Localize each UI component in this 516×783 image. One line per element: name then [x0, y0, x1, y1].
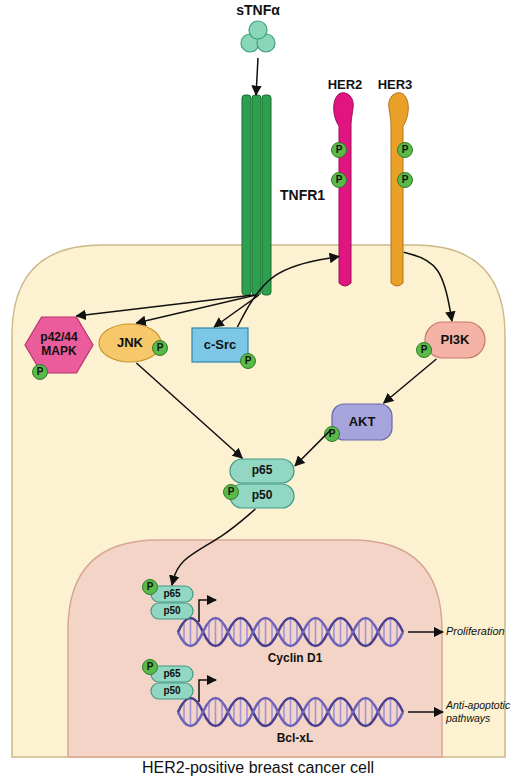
- pill-outline: [230, 459, 294, 483]
- figure-caption: HER2-positive breast cancer cell: [0, 759, 516, 777]
- signal-arrow: [256, 58, 258, 95]
- node-label: p42/44 MAPK: [34, 331, 84, 359]
- outcome-arrow: [408, 711, 443, 713]
- nfkb-subunit: p65: [229, 458, 295, 484]
- node-label: p50: [163, 605, 180, 617]
- receptor-chain: [252, 95, 261, 295]
- signal-arrow: [77, 295, 254, 316]
- node-label: AKT: [349, 415, 376, 430]
- dna-helix: [178, 618, 403, 646]
- node-label: HER3: [372, 78, 418, 93]
- pill-outline: [230, 484, 294, 508]
- nfkb-subunit: p50: [150, 602, 194, 620]
- kinase-rounded-box: AKT: [331, 403, 393, 441]
- pill-outline: [151, 603, 193, 619]
- receptor-chain: [262, 95, 271, 295]
- phospho-mark: P: [240, 353, 256, 369]
- text-holder: p50: [229, 483, 295, 509]
- node-label: p65: [163, 588, 180, 600]
- node-label: p65: [163, 668, 180, 680]
- ligand-trimer: sTNFα: [226, 2, 290, 58]
- nucleus: [68, 540, 442, 757]
- gene-name: Bcl-xL: [240, 731, 350, 745]
- receptor-tnfr1: TNFR1: [238, 95, 333, 295]
- dna-helix: [178, 698, 403, 726]
- node-label: JNK: [117, 336, 143, 351]
- phospho-mark: P: [152, 340, 168, 356]
- phospho-mark: P: [223, 484, 239, 500]
- gene-name: Cyclin D1: [240, 651, 350, 665]
- node-label: p50: [252, 489, 273, 503]
- transcription-start-arrow: [199, 600, 216, 622]
- phospho-mark: P: [331, 172, 347, 188]
- signal-arrow: [404, 252, 452, 321]
- outcome-arrow: [408, 631, 443, 633]
- ligand-subunit: [249, 21, 267, 39]
- text-holder: p50: [150, 682, 194, 700]
- node-label: HER2: [322, 78, 368, 93]
- rounded-outline: [332, 404, 392, 440]
- phospho-mark: P: [32, 364, 48, 380]
- box-outline: [192, 328, 248, 362]
- text-holder: p50: [150, 602, 194, 620]
- signal-arrow: [136, 295, 256, 323]
- outcome-note: Anti-apoptotic pathways: [446, 699, 516, 725]
- node-label: PI3K: [441, 333, 470, 348]
- ellipse-outline: [99, 324, 161, 362]
- kinase-pill: PI3K: [424, 321, 486, 359]
- signal-arrow: [214, 295, 259, 327]
- text-holder: PI3K: [424, 321, 486, 359]
- nfkb-subunit: p50: [150, 682, 194, 700]
- receptor-chain: [242, 95, 251, 295]
- outcome-note: Proliferation: [446, 625, 516, 637]
- phospho-mark: P: [142, 579, 158, 595]
- phospho-mark: P: [397, 142, 413, 158]
- signal-arrow: [384, 359, 437, 403]
- receptor-shape: [389, 93, 409, 286]
- phospho-mark: P: [331, 142, 347, 158]
- receptor-shape: [334, 93, 354, 286]
- phospho-mark: P: [397, 172, 413, 188]
- node-label: p50: [163, 685, 180, 697]
- text-holder: AKT: [331, 403, 393, 441]
- phospho-mark: P: [324, 426, 340, 442]
- node-label: TNFR1: [280, 187, 325, 203]
- phospho-mark: P: [142, 659, 158, 675]
- signal-arrow: [172, 509, 255, 585]
- pill-outline: [425, 322, 485, 358]
- text-holder: p65: [229, 458, 295, 484]
- signal-arrow: [136, 363, 242, 458]
- transcription-start-arrow: [199, 680, 216, 702]
- nfkb-subunit: p50: [229, 483, 295, 509]
- pill-outline: [151, 683, 193, 699]
- cell-body: [12, 245, 505, 757]
- node-label: p65: [252, 464, 273, 478]
- node-label: sTNFα: [226, 2, 290, 18]
- phospho-mark: P: [416, 342, 432, 358]
- node-label: c-Src: [204, 338, 237, 353]
